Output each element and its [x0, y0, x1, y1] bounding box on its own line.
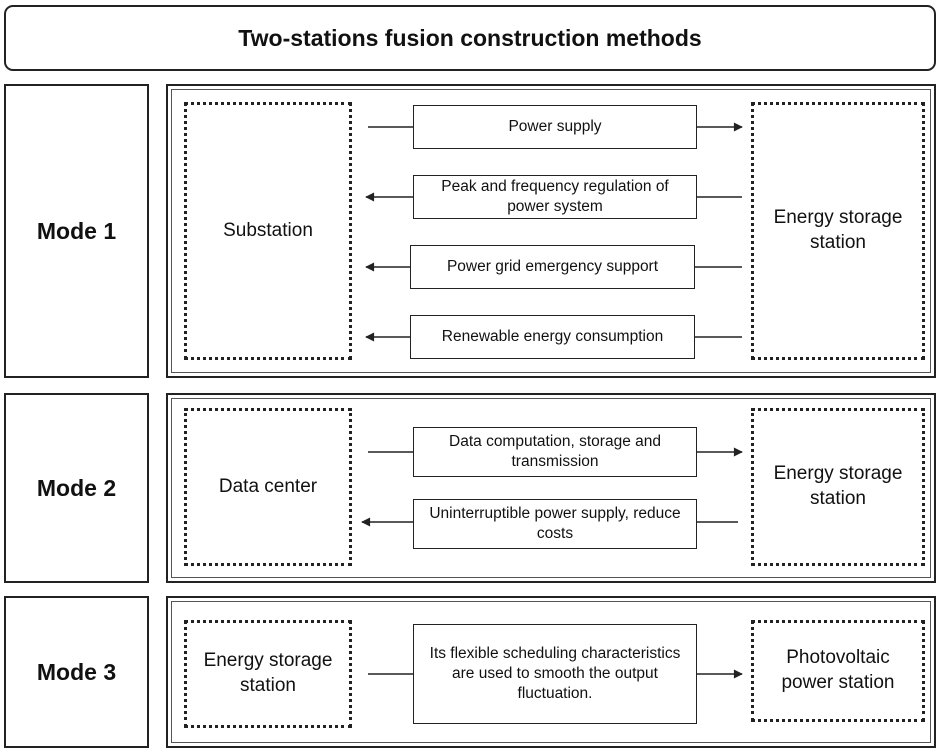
mode-3-photovoltaic-node: Photovoltaic power station [751, 620, 925, 722]
mode-1-flow-emergency-support: Power grid emergency support [410, 245, 695, 289]
mode-1-flow-power-supply: Power supply [413, 105, 697, 149]
mode-1-flow-renewable-consumption: Renewable energy consumption [410, 315, 695, 359]
mode-2-data-center-node: Data center [184, 408, 352, 566]
mode-2-label: Mode 2 [4, 393, 149, 583]
mode-2-energy-storage-node: Energy storage station [751, 408, 925, 566]
mode-3-energy-storage-node: Energy storage station [184, 620, 352, 728]
mode-2-flow-uninterruptible-supply: Uninterruptible power supply, reduce cos… [413, 499, 697, 549]
mode-3-label: Mode 3 [4, 596, 149, 748]
mode-3-flow-flexible-scheduling: Its flexible scheduling characteristics … [413, 624, 697, 724]
mode-2-flow-data-computation: Data computation, storage and transmissi… [413, 427, 697, 477]
mode-1-energy-storage-node: Energy storage station [751, 102, 925, 360]
diagram-title: Two-stations fusion construction methods [4, 5, 936, 71]
mode-1-substation-node: Substation [184, 102, 352, 360]
mode-1-flow-peak-frequency: Peak and frequency regulation of power s… [413, 175, 697, 219]
mode-1-label: Mode 1 [4, 84, 149, 378]
